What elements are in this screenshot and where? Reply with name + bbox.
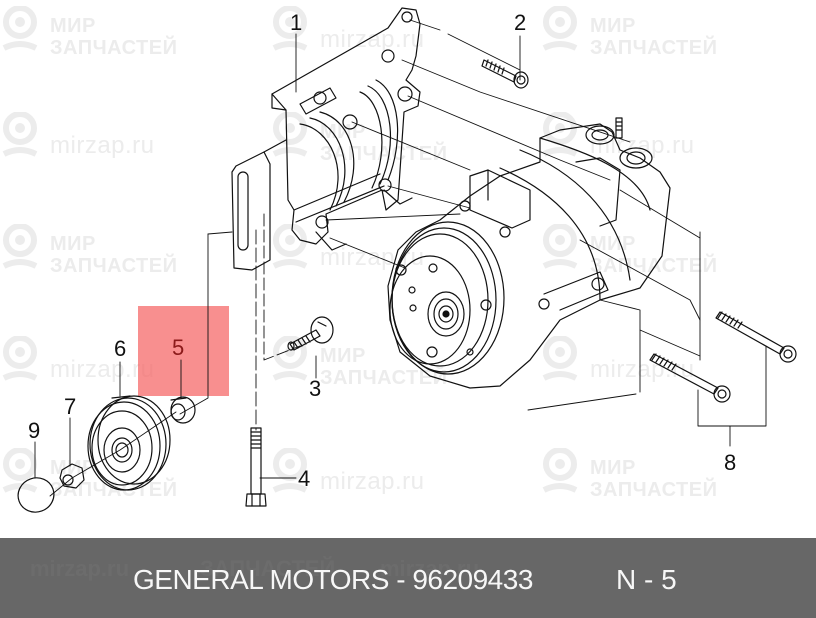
bolt-part-4 — [245, 427, 267, 507]
bolt-part-3 — [287, 316, 334, 351]
callout-3[interactable]: 3 — [309, 376, 322, 401]
ac-compressor — [387, 117, 671, 389]
callout-2[interactable]: 2 — [514, 10, 527, 35]
mounting-bracket — [231, 7, 421, 271]
callout-7[interactable]: 7 — [64, 394, 77, 419]
callout-9[interactable]: 9 — [28, 418, 41, 443]
part-number-label: GENERAL MOTORS - 96209433 — [133, 564, 533, 595]
bolt-part-2 — [481, 59, 529, 89]
callout-8[interactable]: 8 — [724, 450, 737, 475]
position-label: N - 5 — [616, 564, 677, 595]
spacer-part-5 — [170, 396, 196, 424]
footer-bar: mirzap.ru ЗАПЧАСТЕЙ mirzap.ru GENERAL MO… — [0, 538, 816, 618]
callout-1[interactable]: 1 — [290, 10, 303, 35]
nut-part-7 — [59, 463, 85, 489]
exploded-view-drawing — [17, 7, 797, 513]
bolt-part-8-lower — [649, 353, 731, 403]
cap-part-9 — [17, 477, 55, 513]
callout-4[interactable]: 4 — [298, 466, 311, 491]
highlight-box-part-5[interactable] — [138, 306, 229, 396]
callout-5[interactable]: 5 — [172, 335, 185, 360]
parts-diagram: МИР ЗАПЧАСТЕЙ mirzap.ru МИР ЗАПЧАСТЕЙ mi… — [2, 6, 797, 513]
bolt-part-8-upper — [715, 311, 797, 363]
callout-6[interactable]: 6 — [114, 336, 127, 361]
idler-pulley-part-6 — [87, 395, 171, 491]
